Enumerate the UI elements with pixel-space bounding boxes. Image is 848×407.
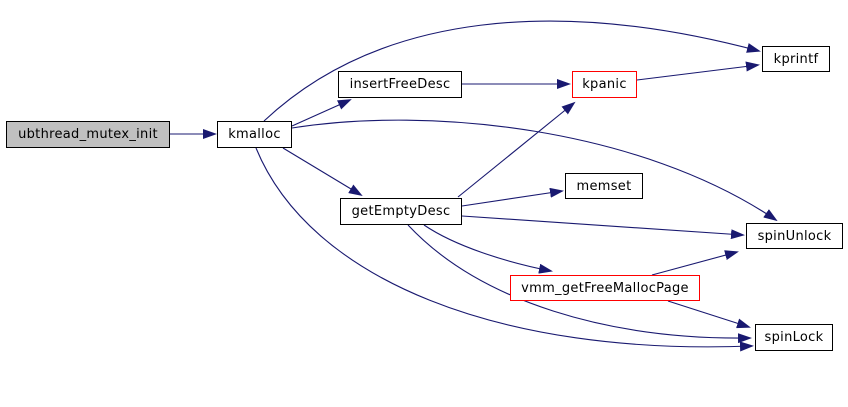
edge-getEmptyDesc-to-spinLock xyxy=(407,224,752,344)
node-kmalloc[interactable]: kmalloc xyxy=(217,121,292,148)
edge-kpanic-to-kprintf xyxy=(636,61,760,81)
node-spinUnlock[interactable]: spinUnlock xyxy=(746,223,843,249)
node-ubthread_mutex_init: ubthread_mutex_init xyxy=(6,121,170,148)
node-spinLock[interactable]: spinLock xyxy=(755,324,833,351)
edge-vmm_getFreeMallocPage-to-spinLock xyxy=(667,300,751,329)
edge-kmalloc-to-spinLock xyxy=(255,147,754,352)
node-getEmptyDesc[interactable]: getEmptyDesc xyxy=(340,198,462,225)
edge-kmalloc-to-kprintf xyxy=(263,20,761,122)
edge-getEmptyDesc-to-vmm_getFreeMallocPage xyxy=(423,224,553,274)
node-kpanic[interactable]: kpanic xyxy=(572,71,637,98)
edge-getEmptyDesc-to-spinUnlock xyxy=(461,215,745,240)
edge-getEmptyDesc-to-memset xyxy=(461,187,564,207)
node-insertFreeDesc[interactable]: insertFreeDesc xyxy=(338,71,462,98)
node-memset[interactable]: memset xyxy=(565,173,643,199)
edge-vmm_getFreeMallocPage-to-spinUnlock xyxy=(651,250,739,276)
edge-kmalloc-to-spinUnlock xyxy=(291,119,778,222)
edge-kmalloc-to-insertFreeDesc xyxy=(291,99,352,127)
node-kprintf[interactable]: kprintf xyxy=(762,46,830,72)
edge-kmalloc-to-getEmptyDesc xyxy=(282,147,363,197)
edge-getEmptyDesc-to-kpanic xyxy=(457,101,576,198)
node-vmm_getFreeMallocPage[interactable]: vmm_getFreeMallocPage xyxy=(510,275,700,301)
edge-group xyxy=(170,20,778,352)
